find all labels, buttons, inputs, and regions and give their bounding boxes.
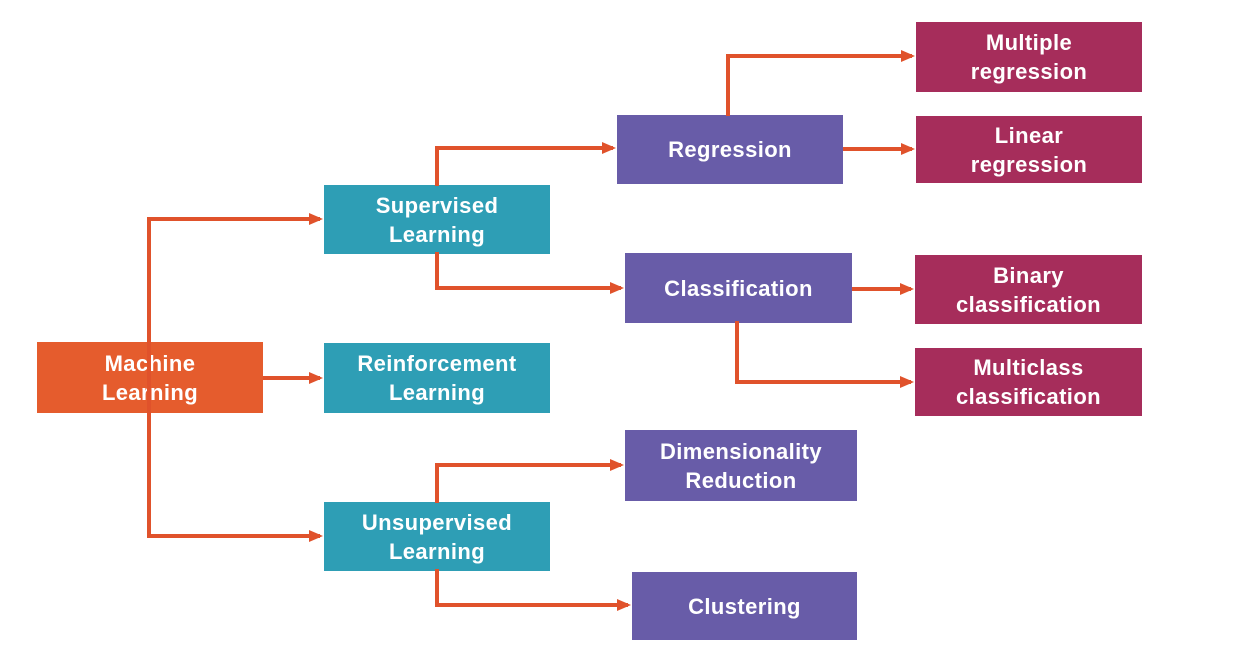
edge-supervised-learning-regression — [435, 142, 616, 186]
node-binary-classification: Binary classification — [915, 255, 1142, 324]
edge-machine-learning-unsupervised-learning — [147, 377, 323, 542]
node-label-clustering: Clustering — [688, 593, 801, 619]
node-classification: Classification — [625, 253, 852, 323]
edge-group — [147, 50, 915, 611]
node-label-multiclass-classification: Multiclass classification — [956, 355, 1101, 409]
node-label-supervised-learning: Supervised Learning — [375, 192, 499, 247]
node-linear-regression: Linear regression — [916, 116, 1142, 183]
node-clustering: Clustering — [632, 572, 857, 640]
node-label-binary-classification: Binary classification — [956, 262, 1101, 317]
node-supervised-learning: Supervised Learning — [324, 185, 550, 254]
node-dimensionality-reduction: Dimensionality Reduction — [625, 430, 857, 501]
edge-unsupervised-learning-clustering — [435, 569, 631, 611]
edge-unsupervised-learning-dimensionality-reduction — [435, 459, 624, 503]
node-label-classification: Classification — [664, 275, 813, 301]
node-multiple-regression: Multiple regression — [916, 22, 1142, 92]
node-label-regression: Regression — [668, 137, 792, 162]
edge-machine-learning-supervised-learning — [147, 213, 323, 377]
node-label-reinforcement-learning: Reinforcement Learning — [357, 351, 517, 405]
node-multiclass-classification: Multiclass classification — [915, 348, 1142, 416]
node-unsupervised-learning: Unsupervised Learning — [324, 502, 550, 571]
node-label-multiple-regression: Multiple regression — [970, 30, 1088, 84]
edge-regression-multiple-regression — [726, 50, 915, 116]
edge-supervised-learning-classification — [435, 252, 624, 294]
node-label-unsupervised-learning: Unsupervised Learning — [361, 509, 513, 564]
node-reinforcement-learning: Reinforcement Learning — [324, 343, 550, 413]
node-label-dimensionality-reduction: Dimensionality Reduction — [659, 438, 823, 493]
edge-classification-multiclass-classification — [735, 321, 914, 388]
node-label-linear-regression: Linear regression — [970, 122, 1088, 177]
node-regression: Regression — [617, 115, 843, 184]
